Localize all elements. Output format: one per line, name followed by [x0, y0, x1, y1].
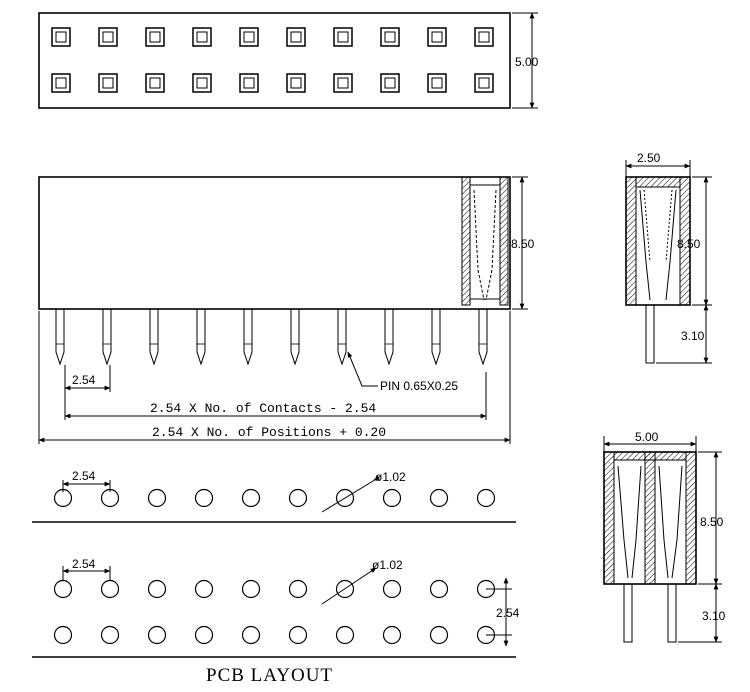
pcb-layout-single: 2.54 ø1.02	[32, 469, 516, 523]
pcb-hole	[288, 488, 308, 508]
pcb-hole	[429, 488, 449, 508]
side-dual-pin-dim: 3.10	[702, 609, 726, 623]
front-view-positions-dim: 2.54 X No. of Positions + 0.20	[152, 425, 386, 440]
top-view: 5.00	[38, 12, 539, 109]
pcb-hole	[147, 488, 167, 508]
side-single-height-dim: 8.50	[677, 237, 701, 251]
pcb-hole	[194, 579, 214, 599]
top-contact	[51, 27, 71, 47]
pcb-single-hole-dim: ø1.02	[375, 470, 406, 484]
pcb-hole	[335, 488, 355, 508]
front-view: 8.50 2.54 PIN 0.65X0.25 2.54 X No. of Co…	[38, 176, 535, 444]
pcb-dual-hole-dim: ø1.02	[372, 558, 403, 572]
pcb-hole	[476, 488, 496, 508]
pcb-hole	[147, 625, 167, 645]
pcb-hole	[100, 579, 120, 599]
pcb-hole	[382, 579, 402, 599]
pcb-dual-pitch-dim: 2.54	[72, 557, 96, 571]
pcb-hole	[53, 625, 73, 645]
pcb-hole	[241, 488, 261, 508]
front-view-contacts-dim: 2.54 X No. of Contacts - 2.54	[150, 401, 376, 416]
pcb-hole	[100, 488, 120, 508]
side-single-width-dim: 2.50	[637, 151, 661, 165]
side-dual-height-dim: 8.50	[700, 515, 724, 529]
front-view-pitch-dim: 2.54	[72, 373, 96, 387]
top-contact	[239, 73, 259, 93]
pcb-hole	[429, 625, 449, 645]
pcb-hole	[335, 579, 355, 599]
top-contact	[98, 27, 118, 47]
top-contact	[380, 27, 400, 47]
top-contact	[51, 73, 71, 93]
pcb-hole	[335, 625, 355, 645]
top-contact	[98, 73, 118, 93]
front-pin	[384, 309, 394, 366]
pcb-hole	[382, 625, 402, 645]
pcb-hole	[147, 579, 167, 599]
top-contact	[474, 73, 494, 93]
pcb-hole	[288, 579, 308, 599]
top-view-height-dim: 5.00	[515, 55, 539, 69]
front-pin	[149, 309, 159, 366]
top-view-contacts	[51, 27, 494, 93]
front-pin	[431, 309, 441, 366]
top-contact	[239, 27, 259, 47]
pcb-hole	[53, 488, 73, 508]
pcb-hole	[53, 579, 73, 599]
pcb-single-pitch-dim: 2.54	[72, 469, 96, 483]
top-contact	[333, 73, 353, 93]
pcb-layout-title: PCB LAYOUT	[206, 665, 333, 686]
pcb-hole	[288, 625, 308, 645]
pcb-hole	[382, 488, 402, 508]
top-contact	[286, 27, 306, 47]
top-view-outline	[38, 12, 511, 109]
top-contact	[286, 73, 306, 93]
side-dual-width-dim: 5.00	[635, 430, 659, 444]
front-view-body	[38, 176, 511, 310]
side-view-dual: 5.00 8.50 3.10	[603, 430, 726, 643]
front-pin	[337, 309, 347, 366]
front-view-pin-label: PIN 0.65X0.25	[380, 379, 458, 393]
front-view-pins	[55, 309, 488, 366]
front-pin	[243, 309, 253, 366]
front-pin	[102, 309, 112, 366]
pcb-single-holes	[53, 488, 496, 508]
pcb-hole	[241, 579, 261, 599]
top-contact	[333, 27, 353, 47]
pcb-hole	[194, 625, 214, 645]
pcb-hole	[429, 579, 449, 599]
pcb-dual-holes	[53, 579, 496, 645]
top-contact	[427, 27, 447, 47]
side-view-single: 2.50 8.50 3.10	[625, 151, 712, 364]
front-pin	[478, 309, 488, 366]
front-pin	[55, 309, 65, 366]
front-view-height-dim: 8.50	[511, 237, 535, 251]
top-contact	[474, 27, 494, 47]
front-pin	[290, 309, 300, 366]
top-contact	[145, 73, 165, 93]
top-contact	[380, 73, 400, 93]
front-pin	[196, 309, 206, 366]
top-contact	[145, 27, 165, 47]
top-contact	[427, 73, 447, 93]
pcb-layout-dual: 2.54 ø1.02 2.54	[32, 557, 520, 658]
top-contact	[192, 73, 212, 93]
pcb-dual-row-pitch-dim: 2.54	[496, 606, 520, 620]
top-contact	[192, 27, 212, 47]
pcb-hole	[100, 625, 120, 645]
side-single-pin-dim: 3.10	[681, 329, 705, 343]
pcb-hole	[241, 625, 261, 645]
pcb-hole	[194, 488, 214, 508]
